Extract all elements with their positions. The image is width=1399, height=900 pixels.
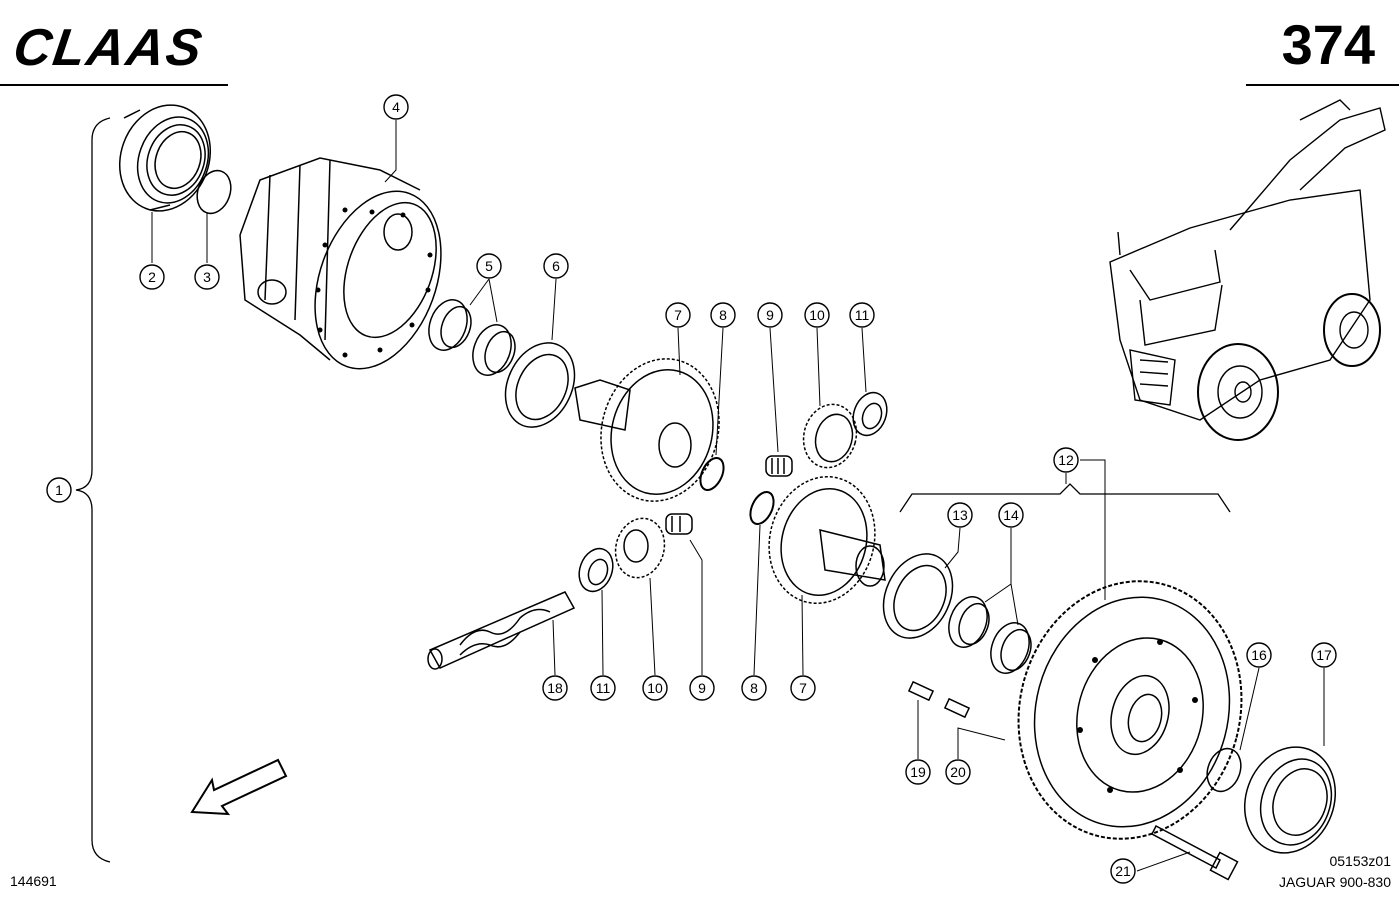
callout-17: 17 (1311, 642, 1337, 668)
svg-text:7: 7 (799, 680, 807, 696)
svg-text:7: 7 (674, 307, 682, 323)
svg-text:4: 4 (392, 99, 400, 115)
snap-ring-part-8-lower (749, 491, 775, 525)
callout-11-upper: 11 (849, 302, 875, 328)
callout-8-lower: 8 (741, 675, 767, 701)
callout-10-upper: 10 (804, 302, 830, 328)
bearing-races-part-14 (948, 596, 1032, 674)
washer-part-11-upper (852, 391, 888, 437)
bevel-gear-part-7-upper (574, 358, 720, 502)
drawing-number: 05153z01 (1329, 853, 1391, 869)
bevel-gear-part-7-lower (768, 475, 886, 605)
svg-text:18: 18 (547, 680, 563, 696)
callout-4: 4 (383, 94, 409, 120)
direction-arrow-icon (190, 758, 288, 816)
document-number: 144691 (10, 873, 57, 889)
callout-10-lower: 10 (642, 675, 668, 701)
svg-text:2: 2 (148, 269, 156, 285)
svg-text:10: 10 (647, 680, 663, 696)
svg-text:5: 5 (485, 258, 493, 274)
bearing-races-part-5 (428, 299, 516, 376)
callout-6: 6 (543, 253, 569, 279)
needle-bearing-part-9-upper (765, 455, 793, 477)
svg-text:1: 1 (55, 482, 63, 498)
callout-19: 19 (905, 759, 931, 785)
svg-text:8: 8 (750, 680, 758, 696)
pin-shaft-part-18 (427, 591, 576, 670)
page-number: 374 (1281, 13, 1375, 76)
shim-part-13 (882, 553, 954, 639)
svg-text:21: 21 (1115, 863, 1131, 879)
svg-text:9: 9 (698, 680, 706, 696)
svg-text:8: 8 (719, 307, 727, 323)
callout-9-upper: 9 (757, 302, 783, 328)
svg-text:10: 10 (809, 307, 825, 323)
svg-text:17: 17 (1316, 647, 1332, 663)
callout-5: 5 (476, 253, 502, 279)
svg-text:12: 12 (1058, 452, 1074, 468)
callout-1: 1 (46, 477, 72, 503)
washer-part-11-lower (578, 547, 614, 593)
callout-markers: 1 2 3 4 5 6 7 8 9 10 11 12 13 14 16 17 1… (46, 94, 1337, 884)
callout-18: 18 (542, 675, 568, 701)
spur-gear-part-12 (1017, 580, 1243, 840)
svg-text:11: 11 (855, 307, 870, 323)
callout-14: 14 (998, 502, 1024, 528)
callout-11-lower: 11 (590, 675, 616, 701)
callout-16: 16 (1246, 642, 1272, 668)
svg-text:9: 9 (766, 307, 774, 323)
svg-text:20: 20 (950, 764, 966, 780)
assembly-bracket-12 (899, 483, 1231, 513)
svg-text:16: 16 (1251, 647, 1267, 663)
svg-text:6: 6 (552, 258, 560, 274)
pin-part-20 (943, 697, 971, 719)
svg-text:11: 11 (596, 680, 611, 696)
svg-text:19: 19 (910, 764, 926, 780)
callout-20: 20 (945, 759, 971, 785)
callout-7-lower: 7 (790, 675, 816, 701)
callout-3: 3 (194, 264, 220, 290)
ring-part-3 (196, 169, 232, 215)
bearing-part-17 (1243, 746, 1337, 854)
svg-text:3: 3 (203, 269, 211, 285)
callout-9-lower: 9 (689, 675, 715, 701)
svg-text:13: 13 (952, 507, 968, 523)
bolt-part-21 (1151, 824, 1239, 881)
leader-lines (151, 120, 1325, 872)
needle-bearing-part-9-lower (665, 513, 693, 535)
callout-7-upper: 7 (665, 302, 691, 328)
bearing-part-2 (118, 104, 212, 212)
callout-12: 12 (1053, 447, 1079, 473)
callout-2: 2 (139, 264, 165, 290)
housing-part-4 (239, 157, 442, 370)
machine-model: JAGUAR 900-830 (1278, 874, 1391, 890)
ring-part-16 (1206, 747, 1242, 793)
forage-harvester-illustration (1109, 99, 1386, 441)
svg-text:14: 14 (1003, 507, 1019, 523)
shim-part-6 (504, 342, 576, 428)
small-bevel-gear-part-10-lower (614, 517, 666, 579)
callout-13: 13 (947, 502, 973, 528)
snap-ring-part-8-upper (699, 457, 725, 491)
assembly-bracket-1 (75, 117, 111, 863)
callout-8-upper: 8 (710, 302, 736, 328)
small-bevel-gear-part-10-upper (802, 403, 858, 469)
callout-21: 21 (1110, 858, 1136, 884)
pin-part-19 (907, 680, 935, 702)
